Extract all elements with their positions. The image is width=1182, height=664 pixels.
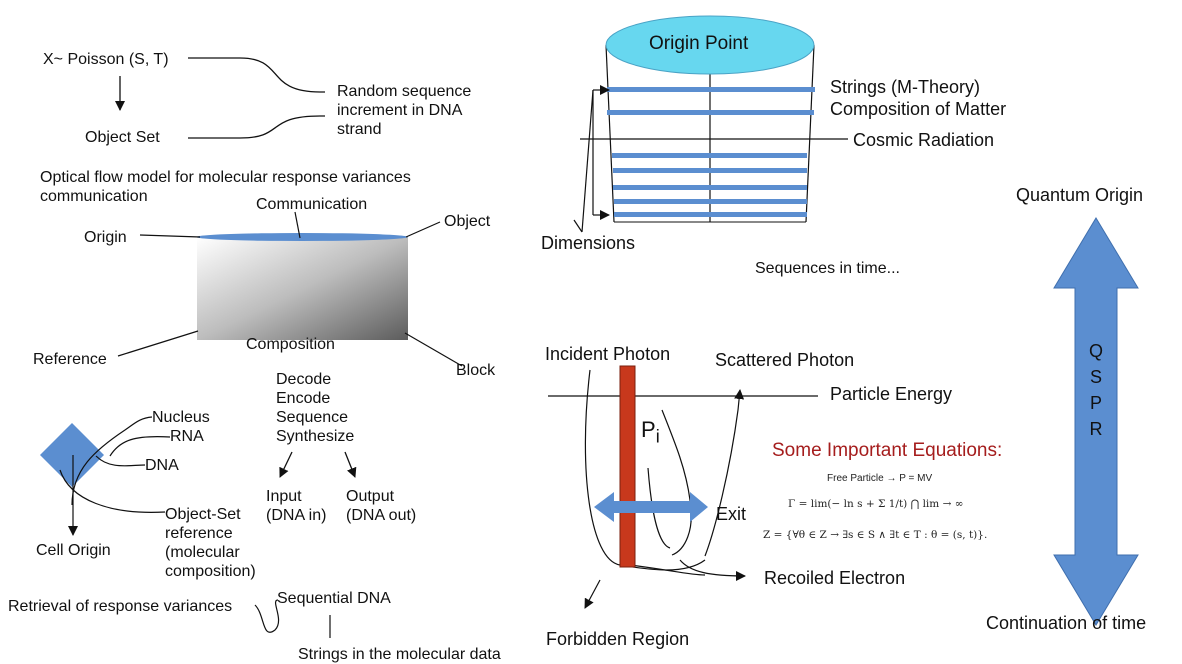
strings-m-theory-label: Strings (M-Theory): [830, 77, 981, 97]
composition-label: Composition: [246, 336, 335, 353]
output-label: Output (DNA out): [346, 488, 417, 524]
random-sequence-label: Random sequence increment in DNA strand: [337, 83, 472, 138]
bottom-left-connectors: [254, 599, 331, 638]
origin-point-label: Origin Point: [649, 33, 749, 54]
codec-operations: Decode Encode Sequence Synthesize: [276, 371, 355, 445]
free-particle-equation: Free Particle → P = MV: [827, 473, 933, 484]
cylinder-connectors: [573, 85, 848, 233]
origin-label: Origin: [84, 229, 127, 246]
cosmic-radiation-label: Cosmic Radiation: [853, 130, 995, 150]
quantum-origin-label: Quantum Origin: [1016, 185, 1144, 205]
optical-title: Optical flow model for molecular respons…: [40, 169, 411, 205]
strings-molecular-label: Strings in the molecular data: [298, 646, 501, 663]
particle-energy-label: Particle Energy: [830, 384, 953, 404]
cell-connectors: [59, 416, 171, 536]
cell-origin-label: Cell Origin: [36, 542, 111, 559]
input-label: Input (DNA in): [266, 488, 327, 524]
continuation-of-time-label: Continuation of time: [986, 613, 1147, 633]
cylinder: [605, 15, 815, 223]
p-label: Pi: [641, 417, 660, 447]
scattered-photon-label: Scattered Photon: [715, 350, 855, 370]
reference-label: Reference: [33, 351, 107, 368]
optical-block: [196, 233, 408, 340]
block-label: Block: [456, 362, 496, 379]
rna-label: RNA: [170, 428, 204, 445]
poisson-label: X~ Poisson (S, T): [43, 51, 169, 68]
forbidden-region-label: Forbidden Region: [546, 629, 690, 649]
dna-label: DNA: [145, 457, 179, 474]
object-set-reference-label: Object-Set reference (molecular composit…: [165, 506, 256, 580]
composition-of-matter-label: Composition of Matter: [830, 99, 1007, 119]
object-label: Object: [444, 213, 491, 230]
gamma-equation: Γ = lim(− ln s + Σ 1/t) ⋂ lim → ∞: [788, 498, 964, 510]
equations-title: Some Important Equations:: [772, 440, 1003, 461]
optical-connectors: [117, 211, 463, 367]
communication-label: Communication: [256, 196, 368, 213]
nucleus-label: Nucleus: [152, 409, 210, 426]
exit-label: Exit: [716, 504, 747, 524]
sequential-dna-label: Sequential DNA: [277, 590, 391, 607]
qspr-arrow: [1053, 217, 1139, 626]
recoiled-electron-label: Recoiled Electron: [764, 568, 906, 588]
sequences-in-time-label: Sequences in time...: [755, 260, 900, 277]
string-bars: [607, 87, 815, 217]
photon-lines: [548, 369, 818, 609]
object-set-label: Object Set: [85, 129, 160, 146]
retrieval-label: Retrieval of response variances: [8, 598, 233, 615]
dimensions-label: Dimensions: [541, 233, 636, 253]
exit-double-arrow: [594, 492, 708, 522]
incident-photon-bar: [619, 365, 636, 568]
incident-photon-label: Incident Photon: [545, 344, 671, 364]
qspr-letters: Q S P R: [1088, 341, 1103, 439]
poisson-connectors: [115, 57, 325, 139]
codec-arrows: [279, 451, 357, 478]
z-equation: Z = {∀θ ∈ Z → ∃s ∈ S ∧ ∃t ∈ T : θ = (s, …: [763, 529, 988, 541]
cell-diamond: [40, 423, 104, 487]
